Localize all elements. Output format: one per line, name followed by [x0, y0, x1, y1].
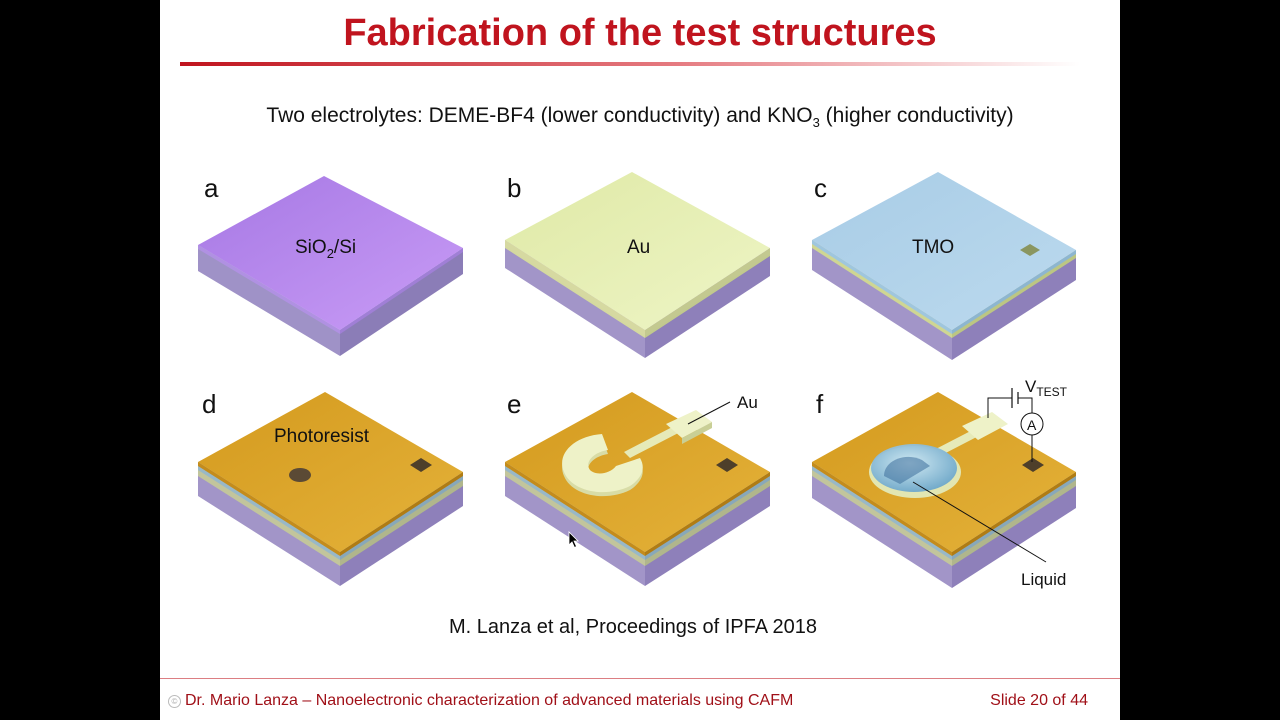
subtitle-prefix: Two electrolytes: DEME-BF4 (lower conduc… — [266, 104, 813, 127]
slide-title: Fabrication of the test structures — [343, 12, 937, 54]
panel-c-label: TMO — [912, 237, 954, 258]
fabrication-figure: a SiO2/Si b Au c — [198, 172, 1076, 589]
panel-a-letter: a — [204, 173, 219, 203]
panel-a-label: SiO2/Si — [295, 237, 356, 261]
panel-d-letter: d — [202, 389, 216, 419]
panel-b: b Au — [505, 172, 770, 358]
slide: Fabrication of the test structures Two e… — [160, 0, 1120, 720]
sio2-top-surface — [198, 176, 463, 330]
au-electrode — [562, 410, 712, 497]
panel-c-letter: c — [814, 173, 827, 203]
tmo-top-surface — [812, 172, 1076, 330]
photoresist-top-surface — [198, 392, 463, 552]
footer-author: © Dr. Mario Lanza – Nanoelectronic charac… — [168, 692, 793, 710]
panel-b-label: Au — [627, 237, 650, 258]
vtest-label: VTEST — [1025, 377, 1068, 399]
slide-subtitle: Two electrolytes: DEME-BF4 (lower conduc… — [160, 104, 1120, 130]
footer-divider — [160, 678, 1120, 679]
footer-left-text: Dr. Mario Lanza – Nanoelectronic charact… — [185, 692, 794, 709]
citation: M. Lanza et al, Proceedings of IPFA 2018 — [448, 616, 817, 638]
mouse-cursor-icon — [568, 531, 579, 549]
panel-d: d Photoresist — [198, 389, 463, 586]
ammeter-label: A — [1027, 417, 1037, 433]
panel-c: c TMO — [812, 172, 1076, 360]
au-top-surface — [505, 172, 770, 330]
copyright-icon: © — [168, 695, 181, 708]
title-underline — [180, 62, 1080, 66]
panel-f-letter: f — [816, 389, 824, 419]
liquid-label: Liquid — [1021, 570, 1066, 589]
slide-number: Slide 20 of 44 — [990, 692, 1088, 709]
panel-f: f A VTEST Liquid — [812, 377, 1076, 589]
subtitle-subscript: 3 — [812, 115, 820, 131]
panel-e-au-label: Au — [737, 393, 758, 412]
panel-e-letter: e — [507, 389, 521, 419]
panel-e: e Au — [505, 389, 770, 586]
panel-b-letter: b — [507, 173, 521, 203]
panel-d-label: Photoresist — [274, 426, 370, 447]
subtitle-suffix: (higher conductivity) — [819, 104, 1014, 127]
panel-a: a SiO2/Si — [198, 173, 463, 356]
